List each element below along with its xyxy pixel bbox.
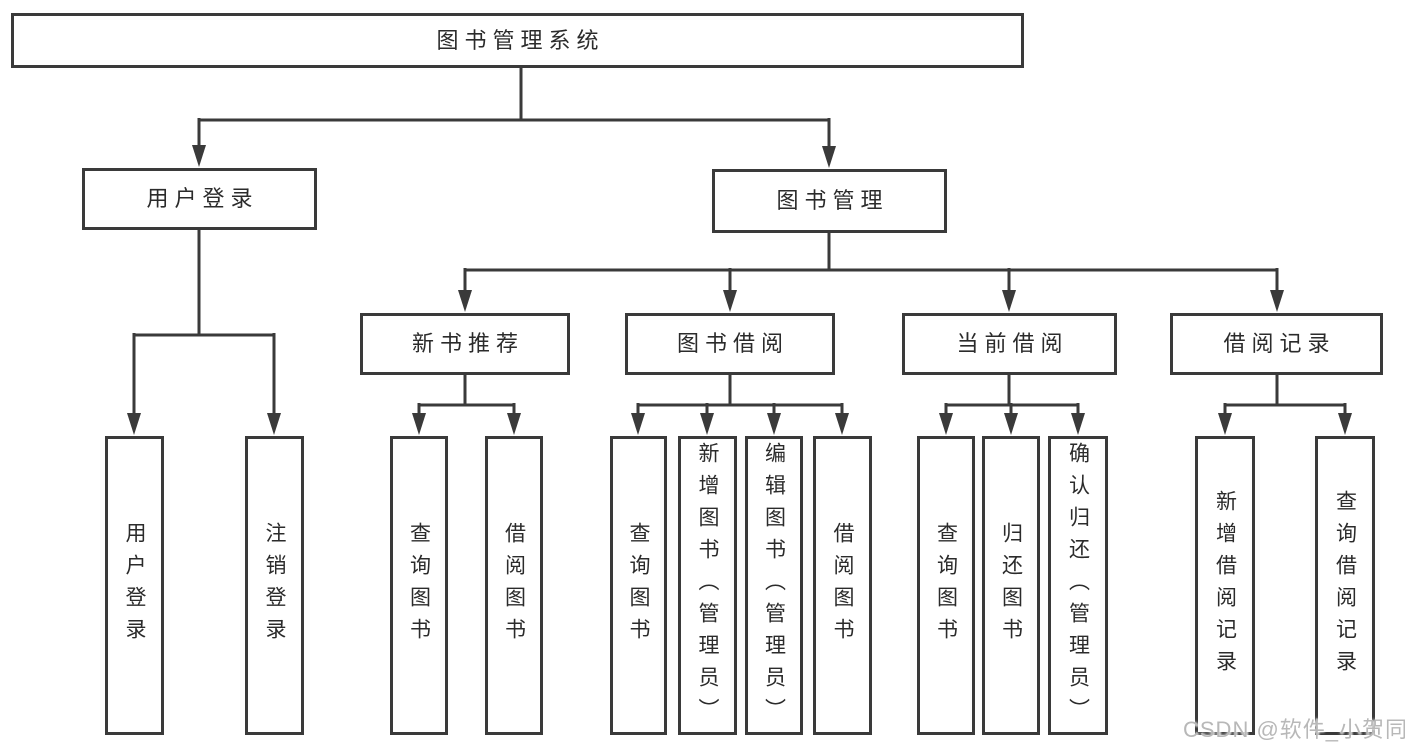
node-label: 编辑图书（管理员）	[762, 441, 786, 730]
leaf-user-login: 用户登录	[105, 436, 164, 735]
arrowhead	[1071, 413, 1085, 435]
node-new-book-recommend: 新书推荐	[360, 313, 570, 375]
connector-current-to-leaves	[944, 375, 1080, 417]
leaf-return-book: 归还图书	[982, 436, 1040, 735]
leaf-add-borrow-record: 新增借阅记录	[1195, 436, 1255, 735]
node-book-borrow: 图书借阅	[625, 313, 835, 375]
node-label: 借阅图书	[831, 521, 854, 650]
node-book-management-branch: 图书管理	[712, 169, 947, 233]
connector-mgmt-to-level3	[463, 233, 1279, 294]
arrowhead	[1004, 413, 1018, 435]
node-borrow-records: 借阅记录	[1170, 313, 1383, 375]
arrowhead	[267, 413, 281, 435]
node-library-system-root: 图书管理系统	[11, 13, 1024, 68]
arrowhead	[412, 413, 426, 435]
arrowhead	[767, 413, 781, 435]
arrowhead	[127, 413, 141, 435]
connector-login-to-leaves	[132, 230, 276, 417]
node-label: 注销登录	[263, 521, 286, 650]
leaf-confirm-return-admin: 确认归还（管理员）	[1048, 436, 1108, 735]
node-label: 查询图书	[934, 521, 958, 650]
node-label: 确认归还（管理员）	[1066, 441, 1090, 730]
node-label: 借阅记录	[1223, 331, 1336, 356]
node-label: 图书管理系统	[436, 27, 605, 53]
arrowhead	[939, 413, 953, 435]
node-label: 借阅图书	[502, 521, 526, 650]
leaf-query-books-recommend: 查询图书	[390, 436, 448, 735]
arrowhead	[1002, 290, 1016, 312]
node-label: 查询图书	[407, 521, 431, 650]
arrowhead	[631, 413, 645, 435]
arrowhead	[1338, 413, 1352, 435]
leaf-query-borrow-record: 查询借阅记录	[1315, 436, 1375, 735]
arrowhead	[700, 413, 714, 435]
node-label: 用户登录	[146, 186, 259, 211]
node-label: 查询借阅记录	[1333, 489, 1357, 682]
node-label: 用户登录	[123, 521, 146, 650]
arrowhead	[835, 413, 849, 435]
leaf-borrow-books: 借阅图书	[813, 436, 872, 735]
arrowhead	[822, 146, 836, 168]
node-label: 新增借阅记录	[1213, 489, 1237, 682]
node-label: 图书借阅	[676, 331, 789, 356]
node-current-borrow: 当前借阅	[902, 313, 1117, 375]
connector-records-to-leaves	[1223, 375, 1347, 417]
node-user-login-branch: 用户登录	[82, 168, 317, 230]
node-label: 新书推荐	[411, 331, 524, 356]
csdn-watermark: CSDN @软件_小贺同学	[1183, 717, 1405, 742]
arrowhead	[723, 290, 737, 312]
node-label: 新增图书（管理员）	[696, 441, 719, 730]
arrowhead	[1270, 290, 1284, 312]
node-label: 归还图书	[999, 521, 1023, 650]
connector-root-to-level2	[197, 68, 831, 151]
node-label: 查询图书	[627, 521, 650, 650]
arrowhead	[458, 290, 472, 312]
leaf-edit-book-admin: 编辑图书（管理员）	[745, 436, 803, 735]
leaf-logout: 注销登录	[245, 436, 304, 735]
node-label: 当前借阅	[956, 331, 1069, 356]
node-label: 图书管理	[776, 188, 889, 213]
leaf-add-book-admin: 新增图书（管理员）	[678, 436, 737, 735]
leaf-query-books-borrow: 查询图书	[610, 436, 667, 735]
connector-recommend-to-leaves	[417, 375, 516, 417]
arrowhead	[1218, 413, 1232, 435]
arrowhead	[507, 413, 521, 435]
leaf-borrow-books-recommend: 借阅图书	[485, 436, 543, 735]
arrowhead	[192, 145, 206, 167]
connector-borrow-to-leaves	[636, 375, 844, 417]
leaf-query-books-current: 查询图书	[917, 436, 975, 735]
